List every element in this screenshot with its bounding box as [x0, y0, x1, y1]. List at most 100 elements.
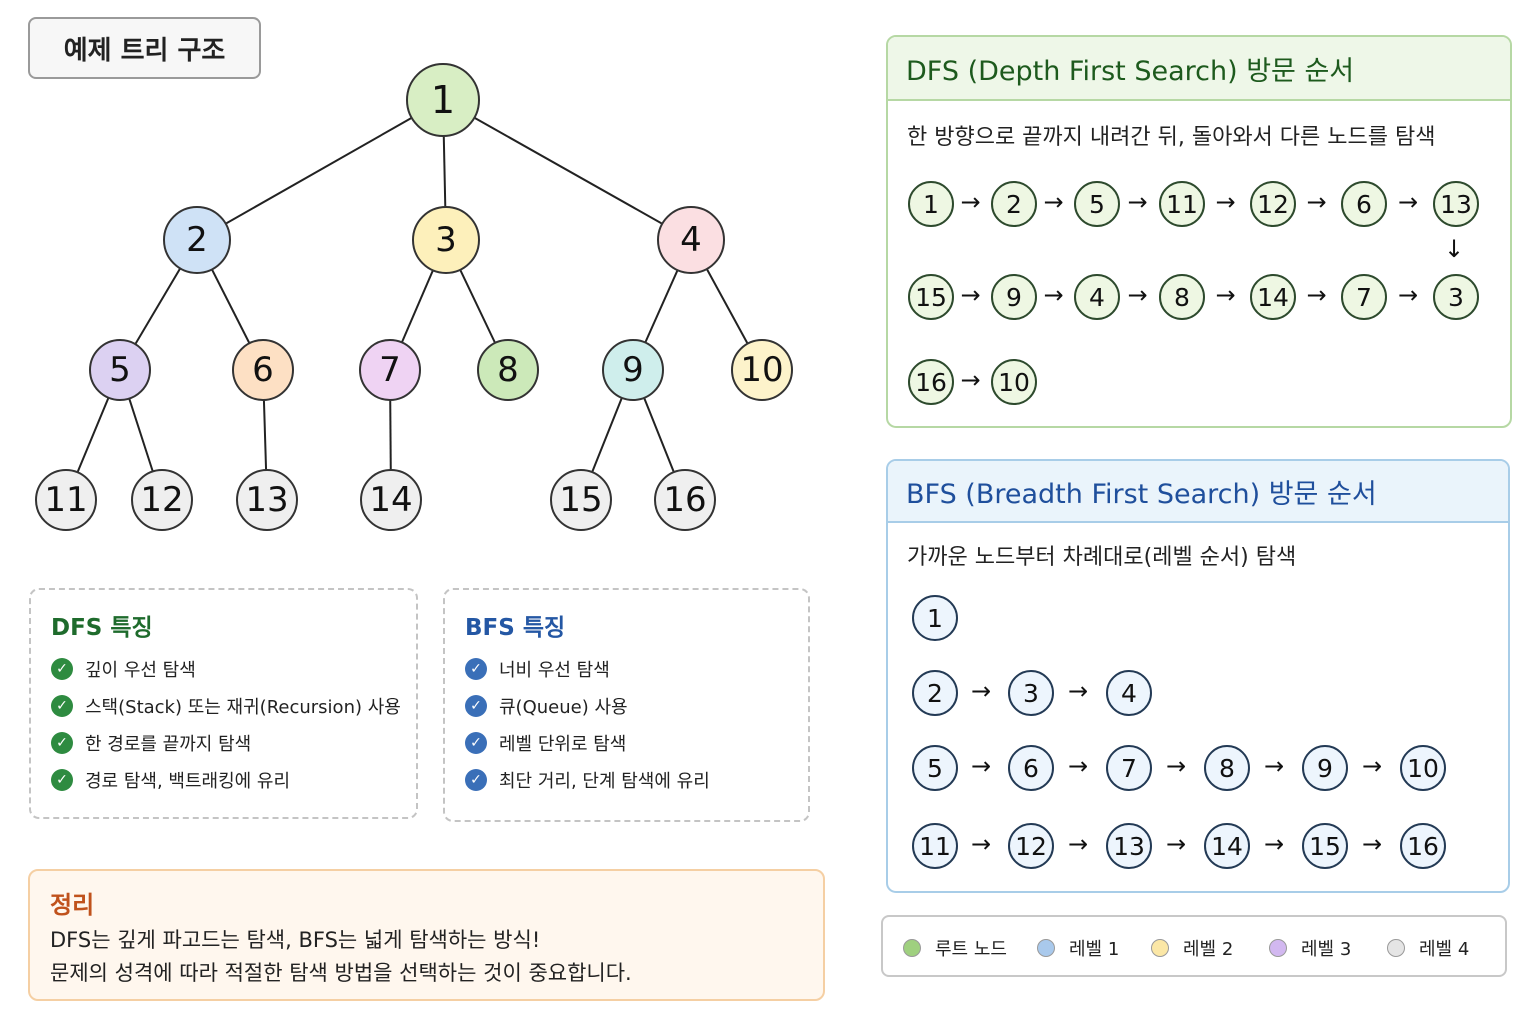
check-circle-icon: ✓ [51, 658, 73, 680]
dfs-arrow-right-icon: → [960, 281, 981, 309]
tree-node-10: 10 [731, 339, 793, 401]
dfs-node-5: 5 [1074, 181, 1120, 227]
dfs-node-12: 12 [1250, 181, 1296, 227]
legend-item: 레벨 4 [1387, 935, 1469, 961]
dfs-description: 한 방향으로 끝까지 내려간 뒤, 돌아와서 다른 노드를 탐색 [907, 125, 1436, 150]
dfs-node-4: 4 [1074, 274, 1120, 320]
tree-node-15: 15 [550, 469, 612, 531]
legend-item: 루트 노드 [903, 935, 1007, 961]
check-circle-icon: ✓ [51, 695, 73, 717]
dfs-feature-text: 스택(Stack) 또는 재귀(Recursion) 사용 [85, 697, 401, 718]
bfs-feature-item: ✓ 최단 거리, 단계 탐색에 유리 [465, 767, 710, 793]
dfs-arrow-right-icon: → [960, 366, 981, 394]
check-circle-icon: ✓ [465, 732, 487, 754]
legend-swatch-icon [1269, 939, 1287, 957]
bfs-node-16: 16 [1400, 823, 1446, 869]
bfs-arrow-right-icon: → [1068, 752, 1089, 780]
bfs-node-7: 7 [1106, 745, 1152, 791]
bfs-arrow-right-icon: → [1362, 830, 1383, 858]
dfs-feature-text: 경로 탐색, 백트래킹에 유리 [85, 771, 291, 792]
dfs-feature-text: 깊이 우선 탐색 [85, 660, 196, 681]
bfs-arrow-right-icon: → [971, 830, 992, 858]
dfs-node-7: 7 [1341, 274, 1387, 320]
tree-node-4: 4 [657, 206, 725, 274]
bfs-feature-item: ✓ 레벨 단위로 탐색 [465, 730, 626, 756]
dfs-arrow-right-icon: → [1306, 188, 1327, 216]
bfs-arrow-right-icon: → [971, 752, 992, 780]
bfs-arrow-right-icon: → [1362, 752, 1383, 780]
bfs-feature-text: 큐(Queue) 사용 [499, 697, 628, 718]
tree-node-11: 11 [35, 469, 97, 531]
dfs-node-9: 9 [991, 274, 1037, 320]
dfs-node-8: 8 [1159, 274, 1205, 320]
bfs-node-1: 1 [912, 595, 958, 641]
bfs-arrow-right-icon: → [1068, 830, 1089, 858]
bfs-node-3: 3 [1008, 670, 1054, 716]
tree-edge-1-2 [196, 99, 444, 241]
dfs-feature-item: ✓ 깊이 우선 탐색 [51, 656, 196, 682]
bfs-node-14: 14 [1204, 823, 1250, 869]
bfs-arrow-right-icon: → [1166, 830, 1187, 858]
dfs-node-14: 14 [1250, 274, 1296, 320]
tree-node-14: 14 [360, 469, 422, 531]
dfs-feature-text: 한 경로를 끝까지 탐색 [85, 734, 252, 755]
dfs-arrow-right-icon: → [1043, 281, 1064, 309]
dfs-arrow-right-icon: → [1306, 281, 1327, 309]
bfs-arrow-right-icon: → [1166, 752, 1187, 780]
tree-node-5: 5 [89, 339, 151, 401]
bfs-node-15: 15 [1302, 823, 1348, 869]
dfs-node-15: 15 [908, 274, 954, 320]
tree-edge-1-4 [442, 99, 692, 241]
tree-node-7: 7 [359, 339, 421, 401]
tree-node-9: 9 [602, 339, 664, 401]
tree-title: 예제 트리 구조 [28, 17, 261, 79]
bfs-arrow-right-icon: → [971, 677, 992, 705]
legend-swatch-icon [1151, 939, 1169, 957]
tree-node-2: 2 [163, 206, 231, 274]
bfs-feature-text: 최단 거리, 단계 탐색에 유리 [499, 771, 710, 792]
dfs-arrow-right-icon: → [960, 188, 981, 216]
summary-line-2: 문제의 성격에 따라 적절한 탐색 방법을 선택하는 것이 중요합니다. [50, 961, 632, 985]
bfs-node-6: 6 [1008, 745, 1054, 791]
dfs-node-11: 11 [1159, 181, 1205, 227]
bfs-arrow-right-icon: → [1068, 677, 1089, 705]
bfs-feature-item: ✓ 큐(Queue) 사용 [465, 693, 628, 719]
dfs-feature-item: ✓한 경로를 끝까지 탐색 [51, 730, 251, 756]
legend-item: 레벨 1 [1037, 935, 1119, 961]
bfs-features-title: BFS 특징 [465, 615, 566, 641]
tree-node-16: 16 [654, 469, 716, 531]
check-circle-icon: ✓ [465, 695, 487, 717]
legend-swatch-icon [1037, 939, 1055, 957]
bfs-node-12: 12 [1008, 823, 1054, 869]
dfs-arrow-right-icon: → [1398, 281, 1419, 309]
bfs-feature-text: 레벨 단위로 탐색 [499, 734, 627, 755]
dfs-node-1: 1 [908, 181, 954, 227]
dfs-panel-title: DFS (Depth First Search) 방문 순서 [888, 37, 1510, 101]
bfs-panel-title: BFS (Breadth First Search) 방문 순서 [888, 461, 1508, 523]
dfs-order-panel: DFS (Depth First Search) 방문 순서 한 방향으로 끝까… [886, 35, 1512, 428]
bfs-description: 가까운 노드부터 차례대로(레벨 순서) 탐색 [907, 545, 1297, 570]
dfs-features-title: DFS 특징 [51, 615, 153, 641]
dfs-node-2: 2 [991, 181, 1037, 227]
legend-item: 레벨 2 [1151, 935, 1233, 961]
bfs-node-5: 5 [912, 745, 958, 791]
bfs-order-panel: BFS (Breadth First Search) 방문 순서 가까운 노드부… [886, 459, 1510, 893]
check-circle-icon: ✓ [51, 769, 73, 791]
dfs-node-3: 3 [1433, 274, 1479, 320]
legend-label: 루트 노드 [935, 939, 1007, 960]
tree-node-6: 6 [232, 339, 294, 401]
bfs-arrow-right-icon: → [1264, 830, 1285, 858]
dfs-node-10: 10 [991, 359, 1037, 405]
legend-swatch-icon [903, 939, 921, 957]
tree-node-13: 13 [236, 469, 298, 531]
bfs-features-box: BFS 특징 ✓너비 우선 탐색✓큐(Queue) 사용✓레벨 단위로 탐색✓최… [443, 588, 810, 822]
bfs-arrow-right-icon: → [1264, 752, 1285, 780]
dfs-feature-item: ✓ 스택(Stack) 또는 재귀(Recursion) 사용 [51, 693, 401, 719]
dfs-node-13: 13 [1433, 181, 1479, 227]
legend-label: 레벨 3 [1301, 939, 1352, 960]
check-circle-icon: ✓ [465, 769, 487, 791]
tree-node-1: 1 [406, 63, 480, 137]
legend-item: 레벨 3 [1269, 935, 1351, 961]
dfs-arrow-down-icon: ↓ [1444, 234, 1465, 263]
check-circle-icon: ✓ [465, 658, 487, 680]
